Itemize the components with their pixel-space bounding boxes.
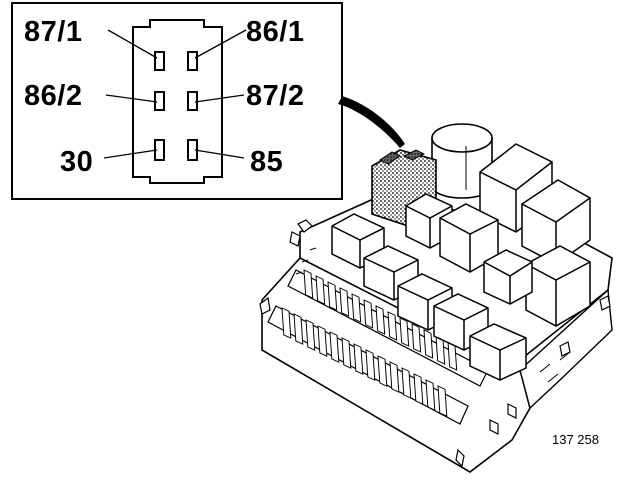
capacitor-cylinder <box>431 123 493 199</box>
connector-inset: 87/1 86/1 86/2 87/2 30 85 <box>11 2 343 200</box>
callout-pointer <box>338 96 405 148</box>
fuse-row-lower <box>267 305 469 425</box>
pin-label-86-1: 86/1 <box>246 16 304 48</box>
pin-socket-86-2 <box>154 91 165 111</box>
pin-label-87-1: 87/1 <box>24 16 82 48</box>
connector-housing <box>132 19 223 184</box>
relay-mid-1 <box>439 203 499 273</box>
leader-lines <box>103 29 247 159</box>
relay-large-3 <box>525 245 591 327</box>
relays <box>331 143 591 381</box>
pin-label-85: 85 <box>250 146 283 178</box>
housing-details <box>295 247 571 383</box>
pin-socket-87-2 <box>187 91 198 111</box>
relay-large-2 <box>521 179 591 265</box>
relay-small-7 <box>469 323 527 381</box>
figure-number: 137 258 <box>552 432 599 447</box>
pin-label-30: 30 <box>60 146 93 178</box>
inset-frame <box>11 2 343 200</box>
pin-label-87-2: 87/2 <box>246 80 304 112</box>
pin-socket-86-1 <box>187 51 198 71</box>
fuse-row-upper <box>287 269 489 387</box>
relay-box-illustration <box>259 123 613 473</box>
pin-socket-87-1 <box>154 51 165 71</box>
relay-small-4 <box>483 249 533 305</box>
pin-label-86-2: 86/2 <box>24 80 82 112</box>
